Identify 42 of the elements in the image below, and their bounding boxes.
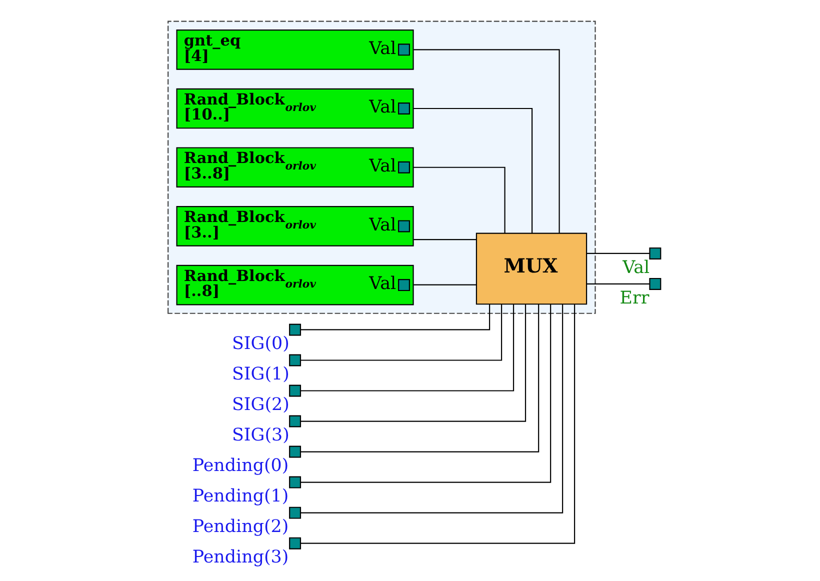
- node-box: [289, 476, 302, 488]
- connector: [300, 304, 564, 514]
- connector: [300, 304, 576, 544]
- connector: [414, 49, 560, 234]
- node-box: [289, 446, 302, 458]
- node-box: [649, 247, 662, 260]
- connector: [300, 304, 490, 330]
- node-label: Err: [620, 288, 650, 308]
- node-box: MUX: [476, 232, 588, 305]
- connector: [300, 304, 502, 361]
- node-box: [289, 384, 302, 397]
- node-label: SIG(0): [232, 334, 290, 354]
- connector: [300, 304, 540, 452]
- connector: [414, 239, 476, 240]
- node-box: gnt_eq [4] Val: [176, 30, 414, 70]
- node-label: Pending(1): [192, 486, 289, 507]
- node-label: SIG(1): [232, 364, 290, 385]
- node-label: Pending(3): [192, 548, 289, 568]
- node-box: Rand_Block$_{orlov}$ [3..] Val: [176, 206, 414, 246]
- connector: [300, 304, 514, 392]
- node-box: [289, 506, 302, 519]
- node-label: Val: [622, 258, 650, 278]
- node-label: SIG(2): [232, 395, 290, 416]
- node-box: [289, 354, 302, 366]
- node-box: [289, 324, 302, 336]
- node-box: Rand_Block$_{orlov}$ [10..] Val: [176, 88, 414, 129]
- node-box: [289, 537, 302, 550]
- connector: [300, 304, 552, 483]
- connector: [300, 304, 526, 422]
- connector: [413, 166, 506, 234]
- node-label: Pending(0): [192, 456, 289, 476]
- connector: [586, 252, 650, 254]
- connector: [586, 283, 650, 284]
- cluster: [168, 20, 596, 314]
- connector: [414, 108, 533, 234]
- node-label: Pending(2): [192, 517, 289, 538]
- connector: [414, 284, 476, 286]
- node-label: SIG(3): [232, 426, 290, 446]
- node-box: [649, 278, 662, 290]
- node-box: Rand_Block$_{orlov}$ [..8] Val: [176, 264, 414, 306]
- node-box: [289, 415, 302, 428]
- node-box: Rand_Block$_{orlov}$ [3..8] Val: [176, 147, 414, 188]
